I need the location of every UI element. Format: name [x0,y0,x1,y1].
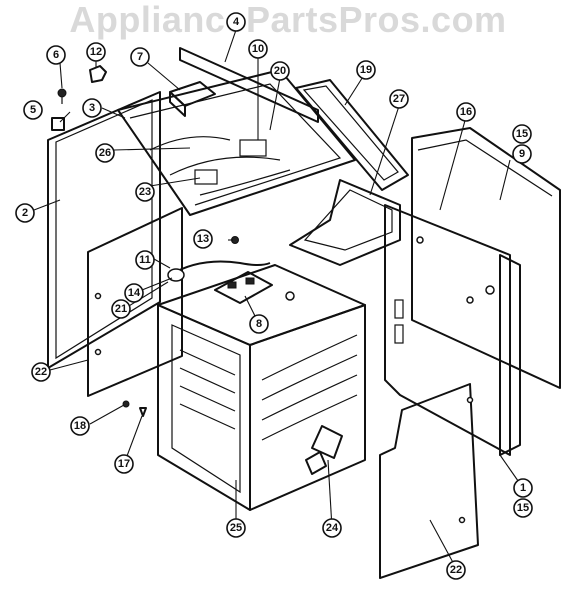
flue-duct-part [289,179,401,266]
callout-1: 1 [513,478,533,498]
svg-text:25: 25 [230,522,242,534]
svg-text:23: 23 [139,186,151,198]
svg-text:5: 5 [30,104,36,116]
svg-text:27: 27 [393,93,405,105]
svg-text:15: 15 [516,128,528,140]
svg-text:14: 14 [128,287,141,299]
lower-access-panel [379,383,479,579]
svg-text:12: 12 [90,46,102,58]
left-heat-shield [87,207,183,397]
callout-22-left: 22 [31,362,51,382]
svg-text:17: 17 [118,458,130,470]
callout-13: 13 [193,229,213,249]
callout-12: 12 [86,42,106,62]
callout-2: 2 [15,203,35,223]
watermark-text: AppliancePartsPros.com [69,0,507,40]
svg-text:22: 22 [450,564,462,576]
leader-lines [33,29,524,569]
callout-11: 11 [135,250,155,270]
callout-21: 21 [111,299,131,319]
callout-7: 7 [130,47,150,67]
callout-10: 10 [248,39,268,59]
top-rear-rail [179,47,319,123]
svg-text:20: 20 [274,65,286,77]
svg-text:7: 7 [137,51,143,63]
svg-text:6: 6 [53,49,59,61]
clip-part [51,117,65,131]
igniter-bracket-part [214,271,273,304]
oven-cavity [157,264,366,511]
callout-24: 24 [322,518,342,538]
callout-25: 25 [226,518,246,538]
callout-27: 27 [389,89,409,109]
callout-4: 4 [226,12,246,32]
svg-text:3: 3 [89,102,95,114]
callout-20: 20 [270,61,290,81]
callout-5: 5 [23,100,43,120]
callout-14: 14 [124,283,144,303]
callout-26: 26 [95,143,115,163]
control-module-part [169,81,216,117]
callout-3: 3 [82,98,102,118]
small-fastener-parts [122,400,147,417]
callout-16: 16 [456,102,476,122]
svg-text:26: 26 [99,147,111,159]
rear-panel [411,127,561,389]
burner-tray-panel [117,69,356,216]
callout-6: 6 [46,45,66,65]
svg-text:2: 2 [22,207,28,219]
svg-text:10: 10 [252,43,264,55]
svg-text:1: 1 [520,482,526,494]
svg-text:15: 15 [517,502,529,514]
svg-text:19: 19 [360,64,372,76]
flue-trim-part [295,79,409,191]
svg-text:16: 16 [460,106,472,118]
svg-text:13: 13 [197,233,209,245]
callout-22-right: 22 [446,560,466,580]
callout-15-bottom: 15 [513,498,533,518]
svg-text:11: 11 [139,254,151,266]
callout-15-top: 15 [512,124,532,144]
svg-text:24: 24 [326,522,339,534]
side-panel [384,204,521,456]
hinge-part [305,425,343,475]
svg-text:18: 18 [74,420,86,432]
callout-17: 17 [114,454,134,474]
callout-9: 9 [512,144,532,164]
bracket-clip-part [89,65,107,83]
svg-text:8: 8 [256,318,262,330]
svg-text:4: 4 [233,16,240,28]
left-frame-panel [47,91,161,369]
callout-23: 23 [135,182,155,202]
callout-19: 19 [356,60,376,80]
svg-text:21: 21 [115,303,127,315]
screw-part [57,88,67,104]
callout-8: 8 [249,314,269,334]
svg-text:22: 22 [35,366,47,378]
callout-18: 18 [70,416,90,436]
svg-text:9: 9 [519,148,525,160]
